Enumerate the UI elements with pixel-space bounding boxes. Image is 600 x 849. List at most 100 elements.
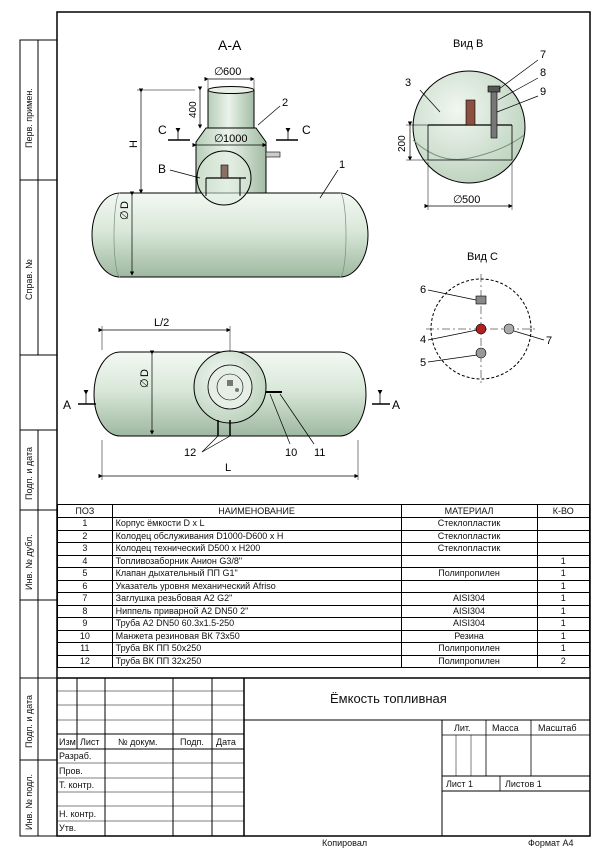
spec-pos: 8 bbox=[57, 604, 113, 618]
dim-1000: 1000 bbox=[223, 133, 247, 145]
footer-format: Формат А4 bbox=[528, 838, 574, 848]
callout-6: 6 bbox=[420, 284, 426, 296]
spec-material: AISI304 bbox=[400, 604, 538, 618]
spec-name: Заглушка резьбовая А2 G2" bbox=[111, 592, 402, 606]
spec-qty: 1 bbox=[536, 629, 591, 643]
spec-material: Полипропилен bbox=[400, 642, 538, 656]
stamp-razrab: Разраб. bbox=[59, 751, 92, 761]
dim-500: 500 bbox=[462, 194, 480, 206]
view-b-title: Вид В bbox=[453, 38, 483, 50]
dim-diam-symbol-500: ∅ bbox=[453, 194, 463, 206]
spec-name: Манжета резиновая ВК 73x50 bbox=[111, 629, 402, 643]
spec-header-pos: ПОЗ bbox=[57, 504, 113, 518]
dim-d-plan: D bbox=[139, 369, 151, 377]
dim-d: D bbox=[119, 201, 131, 209]
spec-name: Ниппель приварной А2 DN50 2" bbox=[111, 604, 402, 618]
callout-10: 10 bbox=[285, 447, 297, 459]
stamp-col-doc: № докум. bbox=[118, 737, 158, 747]
margin-label-sprav: Справ. № bbox=[24, 259, 34, 300]
spec-pos: 2 bbox=[57, 529, 113, 543]
callout-2: 2 bbox=[282, 97, 288, 109]
neck-600 bbox=[207, 89, 255, 129]
margin-label-podp-data-2: Подп. и дата bbox=[24, 694, 34, 748]
spec-qty bbox=[536, 517, 591, 531]
section-aa-title: А-А bbox=[218, 37, 242, 53]
spec-pos: 11 bbox=[57, 642, 113, 656]
callout-8: 8 bbox=[540, 67, 546, 79]
spec-qty: 2 bbox=[536, 654, 591, 668]
spec-name: Корпус ёмкости D x L bbox=[111, 517, 402, 531]
spec-name: Труба ВК ПП 32x250 bbox=[111, 654, 402, 668]
spec-pos: 5 bbox=[57, 567, 113, 581]
spec-qty bbox=[536, 529, 591, 543]
spec-pos: 1 bbox=[57, 517, 113, 531]
stamp-utv: Утв. bbox=[59, 823, 77, 833]
callout-7: 7 bbox=[540, 49, 546, 61]
spec-material: Стеклопластик bbox=[400, 542, 538, 556]
stamp-masshtab: Масштаб bbox=[538, 723, 577, 733]
stamp-col-izm: Изм bbox=[59, 737, 76, 747]
stamp-lit: Лит. bbox=[454, 723, 471, 733]
dim-400: 400 bbox=[188, 101, 199, 118]
stamp-sheet: Лист 1 bbox=[446, 779, 474, 789]
spec-pos: 7 bbox=[57, 592, 113, 606]
spec-name: Труба А2 DN50 60.3x1.5-250 bbox=[111, 617, 402, 631]
stamp-sheets: Листов 1 bbox=[505, 779, 542, 789]
spec-material: Резина bbox=[400, 629, 538, 643]
stamp-t-kontr: Т. контр. bbox=[59, 780, 95, 790]
callout-12: 12 bbox=[184, 447, 196, 459]
view-c-title: Вид С bbox=[467, 251, 498, 263]
spec-name: Колодец технический D500 x H200 bbox=[111, 542, 402, 556]
section-c-right: С bbox=[302, 123, 311, 137]
spec-name: Труба ВК ПП 50x250 bbox=[111, 642, 402, 656]
spec-pos: 10 bbox=[57, 629, 113, 643]
spec-material: AISI304 bbox=[400, 617, 538, 631]
spec-material: Стеклопластик bbox=[400, 517, 538, 531]
drawing-title: Ёмкость топливная bbox=[330, 691, 447, 706]
spec-pos: 4 bbox=[57, 554, 113, 568]
spec-qty: 1 bbox=[536, 642, 591, 656]
dim-l-half: L/2 bbox=[154, 317, 169, 329]
spec-qty: 1 bbox=[536, 554, 591, 568]
spec-pos: 6 bbox=[57, 579, 113, 593]
margin-label-perv-primen: Перв. примен. bbox=[24, 88, 34, 148]
margin-label-podp-data-1: Подп. и дата bbox=[24, 446, 34, 500]
spec-qty: 1 bbox=[536, 604, 591, 618]
spec-pos: 3 bbox=[57, 542, 113, 556]
spec-name: Клапан дыхательный ПП G1" bbox=[111, 567, 402, 581]
dim-200: 200 bbox=[397, 135, 408, 152]
spec-material bbox=[400, 554, 538, 568]
spec-qty: 1 bbox=[536, 617, 591, 631]
spec-material: AISI304 bbox=[400, 592, 538, 606]
stamp-col-podp: Подп. bbox=[180, 737, 204, 747]
callout-7c: 7 bbox=[546, 335, 552, 347]
dim-600: 600 bbox=[223, 66, 241, 78]
callout-3: 3 bbox=[405, 77, 411, 89]
spec-material: Стеклопластик bbox=[400, 529, 538, 543]
spec-header-row: ПОЗ НАИМЕНОВАНИЕ МАТЕРИАЛ К-ВО bbox=[57, 504, 591, 518]
callout-4: 4 bbox=[420, 334, 426, 346]
stamp-n-kontr: Н. контр. bbox=[59, 809, 97, 819]
footer-kopiroval: Копировал bbox=[322, 838, 368, 848]
spec-name: Колодец обслуживания D1000-D600 x H bbox=[111, 529, 402, 543]
section-a-left: А bbox=[63, 398, 71, 412]
stamp-massa: Масса bbox=[492, 723, 519, 733]
spec-material bbox=[400, 579, 538, 593]
tank-body-elevation bbox=[91, 192, 369, 278]
section-c-left: С bbox=[158, 123, 167, 137]
spec-name: Топливозаборник Анион G3/8" bbox=[111, 554, 402, 568]
spec-pos: 9 bbox=[57, 617, 113, 631]
spec-name: Указатель уровня механический Afriso bbox=[111, 579, 402, 593]
dim-h: Н bbox=[128, 140, 140, 148]
